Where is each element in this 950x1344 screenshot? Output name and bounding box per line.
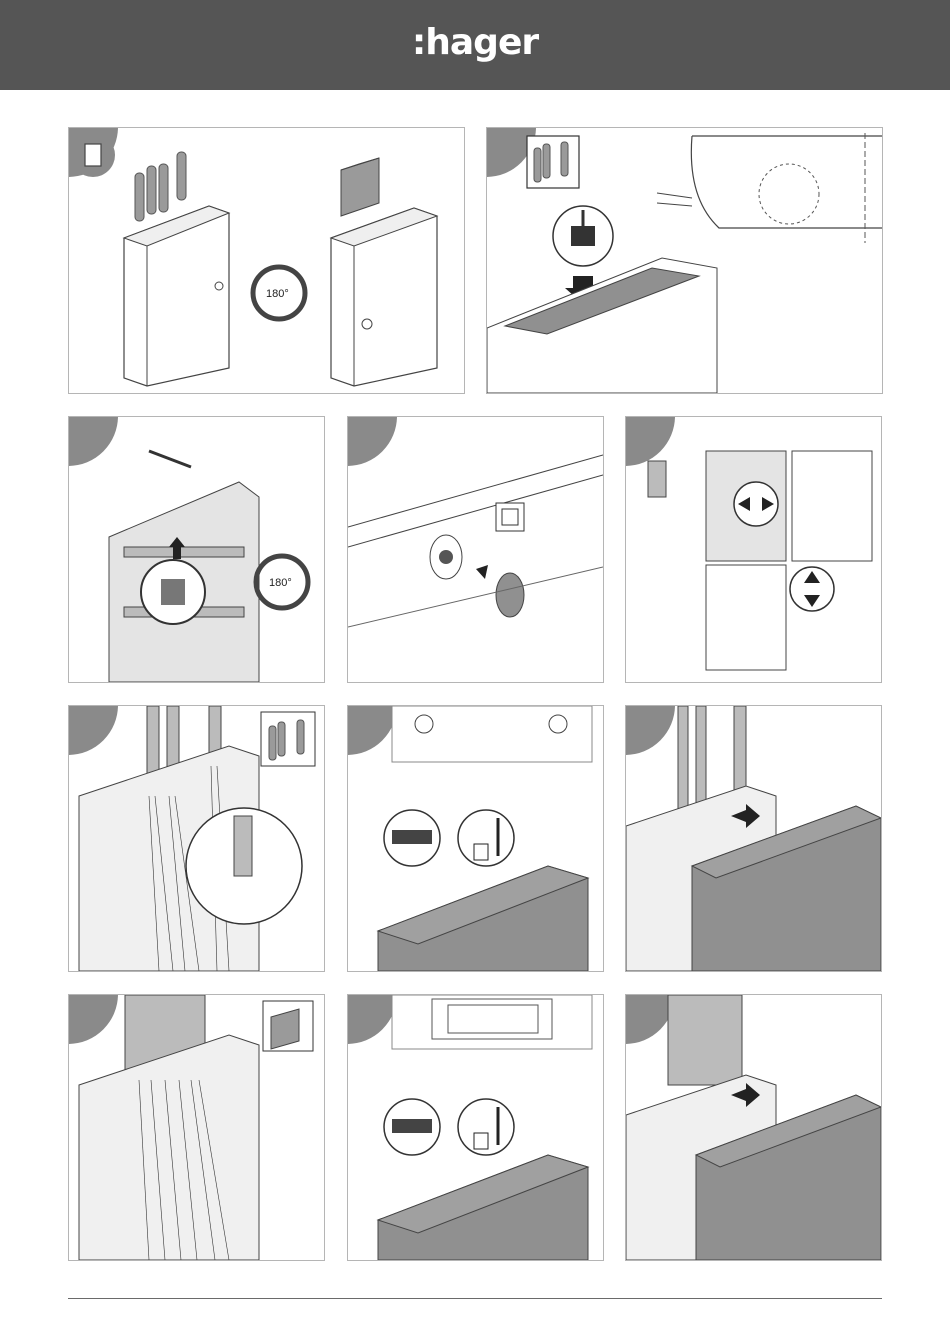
step-8-illustration: [626, 706, 881, 971]
step-4-illustration: [348, 417, 603, 682]
step-10-illustration: [348, 995, 603, 1260]
hager-logo: :hager: [0, 22, 950, 63]
step-10-panel: [347, 994, 604, 1261]
step-3-panel: 180°: [68, 416, 325, 683]
step-5-illustration: [626, 417, 881, 682]
step-4-panel: [347, 416, 604, 683]
step-11-illustration: [626, 995, 881, 1260]
step-1-panel: 180°: [68, 127, 465, 394]
step-7-illustration: [348, 706, 603, 971]
step-3-illustration: 180°: [69, 417, 324, 682]
step-6-panel: [68, 705, 325, 972]
step-6-illustration: [69, 706, 324, 971]
step-1-illustration: 180°: [69, 128, 464, 393]
step-2-panel: [486, 127, 883, 394]
step-11-panel: [625, 994, 882, 1261]
footer-divider: [68, 1298, 882, 1299]
step-9-illustration: [69, 995, 324, 1260]
step-2-illustration: [487, 128, 882, 393]
rotate-label-1: 180°: [266, 288, 289, 300]
step-5-panel: [625, 416, 882, 683]
step-9-panel: [68, 994, 325, 1261]
header-bar: :hager: [0, 0, 950, 90]
step-8-panel: [625, 705, 882, 972]
rotate-label-2: 180°: [269, 577, 292, 589]
step-7-panel: [347, 705, 604, 972]
